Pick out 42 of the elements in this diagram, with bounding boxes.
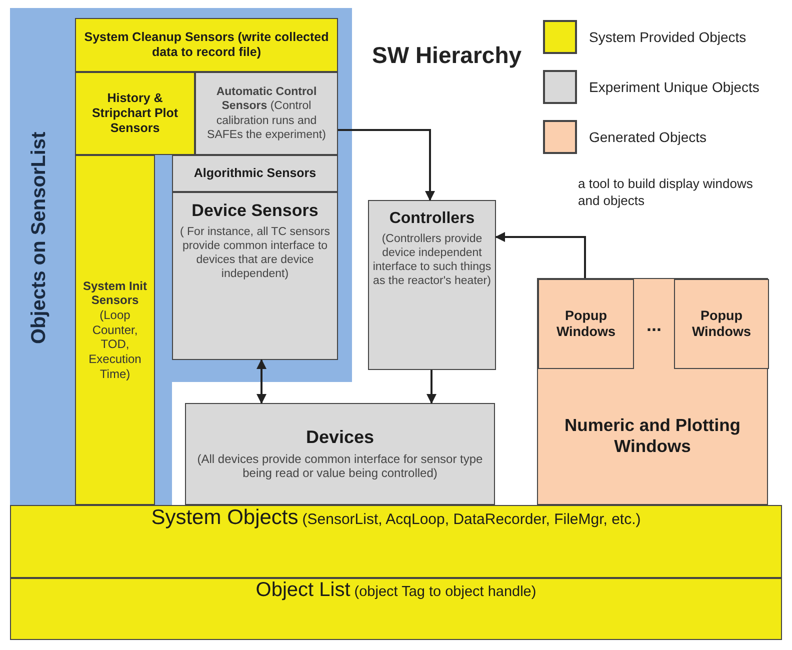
arrow	[256, 359, 266, 404]
note-text: a tool to build display windows and objects	[578, 176, 754, 210]
node-description: ( For instance, all TC sensors provide common interface to devices that are device independent)	[179, 224, 331, 281]
sensor-box	[195, 72, 338, 155]
node-text: Numeric and Plotting Windows	[564, 414, 742, 458]
node-text: Algorithmic Sensors	[194, 166, 316, 182]
node-description: (SensorList, AcqLoop, DataRecorder, FileMgr, etc.)	[302, 511, 641, 528]
ellipsis: ...	[645, 314, 662, 337]
sensor-box	[75, 72, 195, 155]
node-title: Device Sensors	[192, 201, 318, 222]
node-text: System Cleanup Sensors (write collected data to record file)	[83, 30, 330, 60]
device-box	[185, 403, 495, 505]
window-box	[538, 279, 634, 369]
node-text: Automatic Control Sensors (Control calibration runs and SAFEs the experiment)	[206, 85, 327, 142]
legend-text: Generated Objects	[589, 129, 707, 145]
legend-text: System Provided Objects	[589, 29, 746, 45]
diagram-title: SW Hierarchy	[372, 42, 522, 69]
sensor-box	[172, 155, 338, 192]
layer-bar	[10, 578, 782, 640]
window-box	[674, 279, 769, 369]
node-text: Popup Windows	[690, 308, 752, 340]
node-title: Object List	[256, 579, 350, 602]
node-description: (All devices provide common interface for sensor type being read or value being controlled)	[196, 452, 484, 482]
node-description: (object Tag to object handle)	[354, 584, 536, 600]
legend-text: Experiment Unique Objects	[589, 79, 760, 95]
sensor-box	[172, 192, 338, 360]
node-description: (Controllers provide device independent interface to such things as the reactor's heater)	[372, 232, 492, 288]
node-title: Controllers	[389, 209, 475, 229]
window-box	[537, 278, 768, 505]
node-title: System Objects	[151, 506, 298, 530]
arrow	[338, 129, 435, 201]
node-title: Devices	[306, 426, 374, 449]
sensor-box	[75, 18, 338, 72]
node-text: System Init Sensors (Loop Counter, TOD, Execution Time)	[82, 278, 148, 382]
layer-bar	[10, 505, 782, 578]
node-text: Popup Windows	[555, 308, 617, 340]
arrow	[495, 232, 586, 278]
node-text: History & Stripchart Plot Sensors	[90, 90, 180, 136]
controller-box	[368, 200, 496, 370]
sensor-box	[75, 155, 155, 505]
arrow	[426, 370, 436, 404]
panel-title: Objects on SensorList	[28, 130, 51, 346]
